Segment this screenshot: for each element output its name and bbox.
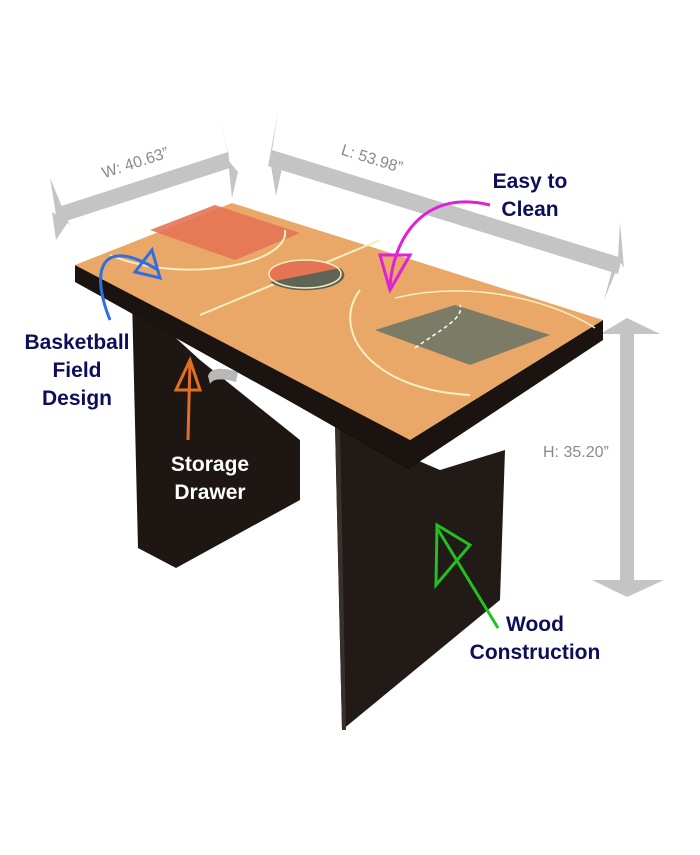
wood-arrowhead-icon xyxy=(434,522,473,590)
easy-clean-arrow xyxy=(388,200,491,286)
height-dimension-label: H: 35.20” xyxy=(543,444,609,461)
drawer-handle xyxy=(208,368,238,384)
basketball-arrow xyxy=(99,254,159,321)
width-dimension-arrow xyxy=(50,120,238,240)
easy-clean-arrowhead-icon xyxy=(378,253,413,294)
basketball-court-tabletop xyxy=(75,203,603,440)
basketball-arrowhead-icon xyxy=(132,246,163,281)
tabletop-edge xyxy=(75,265,603,468)
basketball-field-label: Basketball Field Design xyxy=(24,331,130,410)
easy-clean-label: Easy to Clean xyxy=(492,170,568,221)
wood-construction-label: Wood Construction xyxy=(469,613,601,664)
length-dimension-arrow xyxy=(268,112,624,300)
storage-drawer-label: Storage Drawer xyxy=(170,453,250,504)
storage-arrowhead-icon xyxy=(173,355,203,392)
height-dimension-arrow xyxy=(592,318,664,597)
storage-arrow xyxy=(186,359,192,441)
wood-arrow xyxy=(435,527,500,629)
